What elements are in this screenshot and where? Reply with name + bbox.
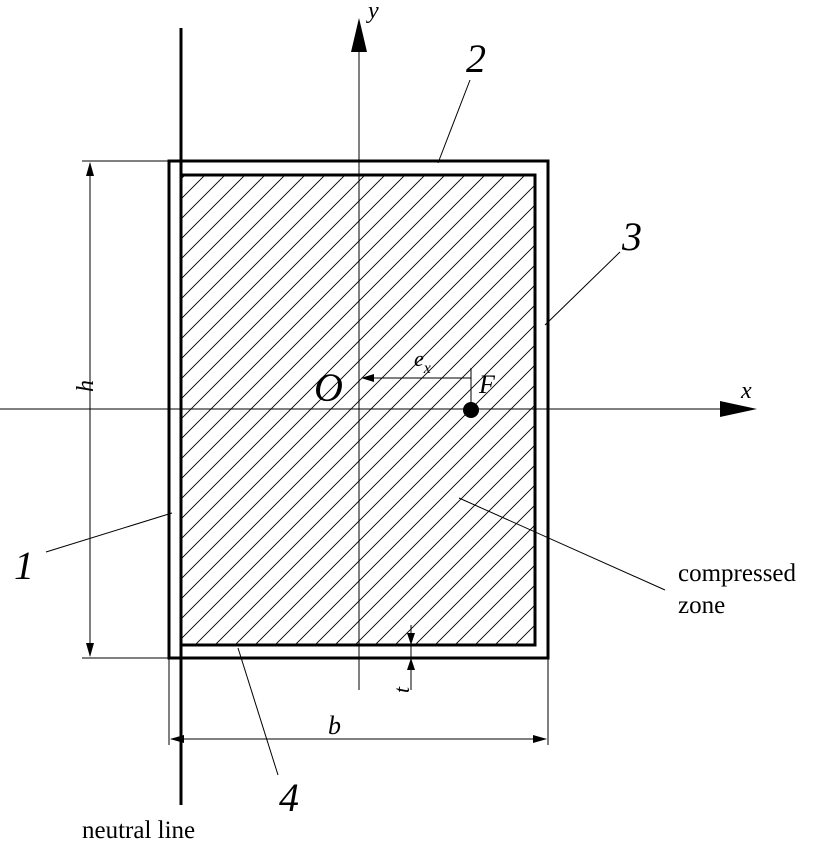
- compressed-zone-label-line2: zone: [678, 592, 725, 619]
- force-label: F: [478, 370, 496, 399]
- b-arrow-left: [170, 735, 184, 743]
- b-arrow-right: [533, 735, 547, 743]
- h-label: h: [73, 380, 99, 392]
- ecc-arrow-left: [361, 374, 374, 382]
- ecc-label: ex: [414, 346, 431, 377]
- part-4-label: 4: [279, 775, 299, 820]
- part-2-label: 2: [466, 36, 486, 81]
- compressed-zone-hatch: [181, 175, 535, 645]
- t-arrow-bottom: [407, 658, 415, 670]
- neutral-line-label: neutral line: [82, 817, 195, 843]
- leader-4: [237, 647, 279, 776]
- leader-2: [437, 79, 471, 164]
- b-label: b: [328, 711, 341, 740]
- part-3-label: 3: [621, 214, 642, 259]
- y-axis-arrow: [351, 18, 367, 52]
- leader-compressed-zone: [458, 497, 666, 591]
- force-point: [463, 402, 479, 418]
- part-1-label: 1: [14, 543, 34, 588]
- leader-1: [45, 512, 173, 553]
- t-label: t: [389, 686, 414, 693]
- h-arrow-bottom: [86, 643, 94, 657]
- compressed-zone-label-line1: compressed: [678, 560, 797, 587]
- t-arrow-top: [407, 633, 415, 645]
- x-axis-arrow: [720, 401, 757, 417]
- y-axis-label: y: [366, 0, 379, 24]
- origin-label: O: [314, 365, 343, 410]
- h-arrow-top: [86, 162, 94, 176]
- x-axis-label: x: [740, 378, 752, 404]
- leader-3: [544, 251, 621, 326]
